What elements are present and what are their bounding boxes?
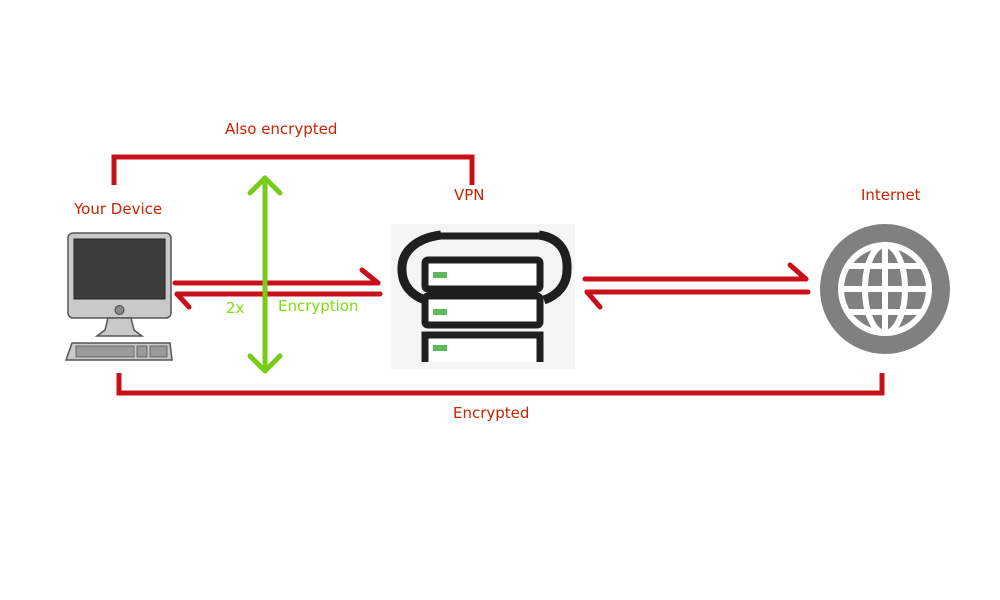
also-encrypted-bracket: [111, 154, 475, 185]
encrypted-bracket: [116, 373, 885, 396]
encryption-label: Encryption: [278, 297, 359, 315]
device-vpn-arrows: [172, 267, 383, 310]
vpn-internet-arrows: [582, 262, 811, 310]
computer-icon: [64, 232, 173, 361]
globe-icon: [820, 224, 950, 354]
also-encrypted-label: Also encrypted: [225, 120, 338, 138]
two-x-label: 2x: [226, 299, 245, 317]
encryption-double-arrow: [247, 175, 283, 374]
your-device-label: Your Device: [74, 200, 163, 218]
encrypted-label: Encrypted: [453, 404, 530, 422]
internet-label: Internet: [861, 186, 921, 204]
server-stack-icon: [391, 224, 575, 369]
vpn-label: VPN: [454, 186, 485, 204]
